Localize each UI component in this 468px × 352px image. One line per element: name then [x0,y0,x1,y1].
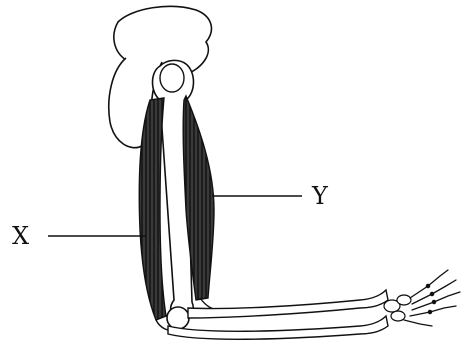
humerus-head [160,64,184,92]
carpal-bone [397,295,411,305]
ulna [168,316,388,339]
hand [404,270,460,326]
elbow-joint [167,307,189,329]
radius [188,290,388,318]
muscle-x-triceps [139,98,166,320]
label-x: X [12,222,29,250]
carpal-bone [391,311,405,321]
label-y: Y [311,182,329,210]
